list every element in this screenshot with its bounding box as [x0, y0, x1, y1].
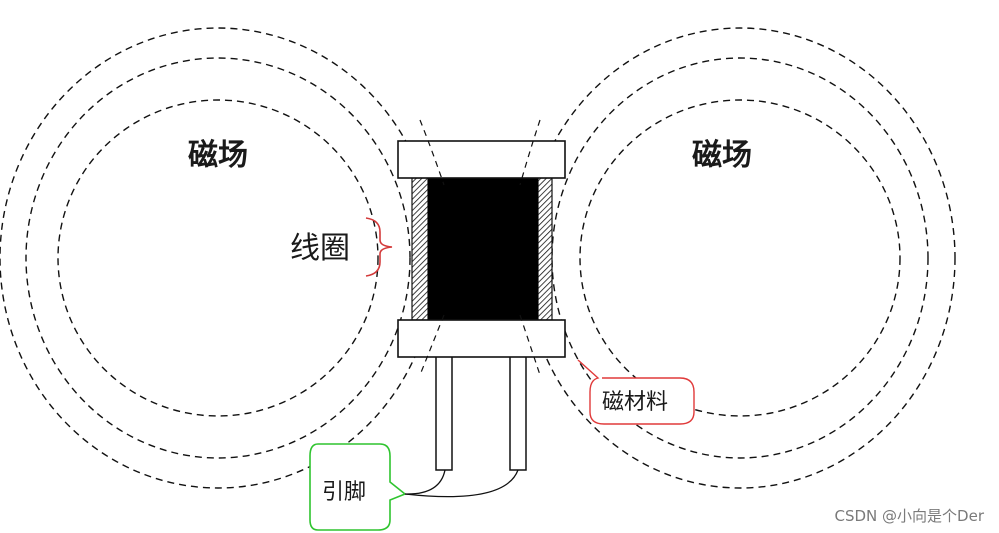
field-label-left: 磁场 [188, 138, 248, 173]
left-field-ring-middle [25, 57, 411, 459]
material-callout-bubble [577, 359, 695, 425]
material-callout [577, 359, 695, 425]
left-field-lines [0, 27, 437, 489]
right-field-ring-middle [551, 57, 929, 459]
coil-hatch-right [537, 177, 553, 321]
left-field-ring-inner [57, 99, 379, 417]
pin-wire-left [404, 469, 446, 495]
right-field-ring-outer [524, 27, 956, 489]
right-field-lines [524, 27, 956, 489]
magnetic-material-label: 磁材料 [602, 390, 668, 415]
coil-brace [365, 217, 393, 277]
inductor [397, 119, 566, 471]
left-field-ring-outer [0, 27, 437, 489]
coil-hatch-left [411, 177, 429, 321]
bottom-flange [397, 319, 566, 358]
coil-label: 线圈 [290, 231, 350, 266]
top-flange [397, 140, 566, 179]
field-line-over-top-flange-left [419, 119, 445, 186]
field-line-over-bottom-flange-left [419, 314, 445, 376]
watermark: CSDN @小向是个Der [835, 507, 985, 525]
field-line-over-bottom-flange-right [519, 314, 541, 376]
right-pin [509, 354, 527, 471]
field-label-right: 磁场 [692, 138, 752, 173]
right-field-ring-inner [579, 99, 901, 417]
coil-winding [428, 178, 538, 320]
left-pin [435, 354, 453, 471]
pin-wire-right [404, 469, 519, 498]
pins-callout-bubble [309, 443, 407, 531]
pins-label: 引脚 [322, 480, 366, 505]
pins-callout [309, 443, 519, 531]
